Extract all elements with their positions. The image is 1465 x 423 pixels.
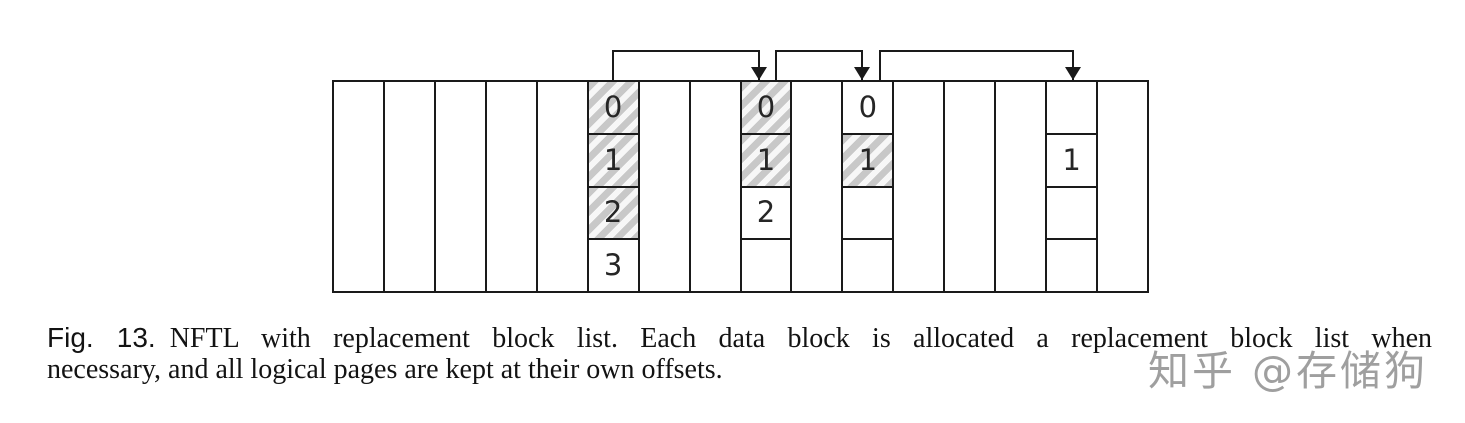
figure-caption: Fig. 13. NFTL with replacement block list… <box>47 323 1432 385</box>
replacement-block-1: 0 1 2 <box>741 82 793 291</box>
page-cell: 2 <box>741 188 791 241</box>
page-number: 2 <box>756 195 776 230</box>
page-number: 1 <box>858 142 878 177</box>
zhihu-watermark: 知乎 @存储狗 <box>1148 347 1429 395</box>
free-block-11 <box>996 82 1048 291</box>
page-cell <box>1047 82 1097 135</box>
page-cell-hatched: 2 <box>588 187 638 241</box>
arrow-replacement-1-to-replacement-2 <box>775 50 863 81</box>
page-number: 0 <box>756 89 776 124</box>
free-block-10 <box>945 82 997 291</box>
page-number: 3 <box>603 248 623 283</box>
page-cell: 0 <box>843 82 893 135</box>
arrowhead-down-icon <box>854 67 870 80</box>
page-cell-hatched: 1 <box>588 134 638 188</box>
free-block-12 <box>1098 82 1147 291</box>
arrow-replacement-2-to-replacement-3 <box>879 50 1074 81</box>
free-block-6 <box>640 82 691 291</box>
page-number: 1 <box>603 142 623 177</box>
page-cell-hatched: 1 <box>843 134 893 188</box>
page-cell-hatched: 1 <box>741 134 791 188</box>
page-cell <box>742 240 791 291</box>
free-block-8 <box>792 82 844 291</box>
page-cell-hatched: 0 <box>741 82 791 135</box>
page-cell <box>1047 240 1096 291</box>
caption-line-2: necessary, and all logical pages are kep… <box>47 354 723 385</box>
flash-block-array: 0 1 2 3 0 1 2 <box>332 80 1149 293</box>
page-number: 2 <box>603 195 623 230</box>
figure-number-label: Fig. 13. <box>47 322 156 353</box>
arrowhead-down-icon <box>1065 67 1081 80</box>
free-block-4 <box>487 82 538 291</box>
free-block-7 <box>691 82 742 291</box>
free-block-3 <box>436 82 487 291</box>
page-cell: 1 <box>1047 135 1097 188</box>
free-block-2 <box>385 82 436 291</box>
page-cell <box>843 240 892 291</box>
caption-text: NFTL with replacement block list. Each d… <box>169 323 1432 354</box>
free-block-1 <box>334 82 385 291</box>
page-number: 1 <box>756 142 776 177</box>
arrow-data-block-to-replacement-1 <box>612 50 760 81</box>
page-number: 1 <box>1062 142 1081 177</box>
free-block-5 <box>538 82 589 291</box>
page-number: 0 <box>858 89 878 124</box>
page-cell <box>1047 188 1097 241</box>
replacement-block-2: 0 1 <box>843 82 895 291</box>
page-cell <box>843 188 893 241</box>
arrowhead-down-icon <box>751 67 767 80</box>
page-number: 0 <box>603 89 623 124</box>
caption-line-1: Fig. 13. NFTL with replacement block list… <box>47 323 1432 354</box>
free-block-9 <box>894 82 946 291</box>
page-cell: 3 <box>589 240 638 291</box>
replacement-block-3: 1 <box>1047 82 1099 291</box>
page-cell-hatched: 0 <box>588 82 638 135</box>
data-block: 0 1 2 3 <box>588 82 640 291</box>
